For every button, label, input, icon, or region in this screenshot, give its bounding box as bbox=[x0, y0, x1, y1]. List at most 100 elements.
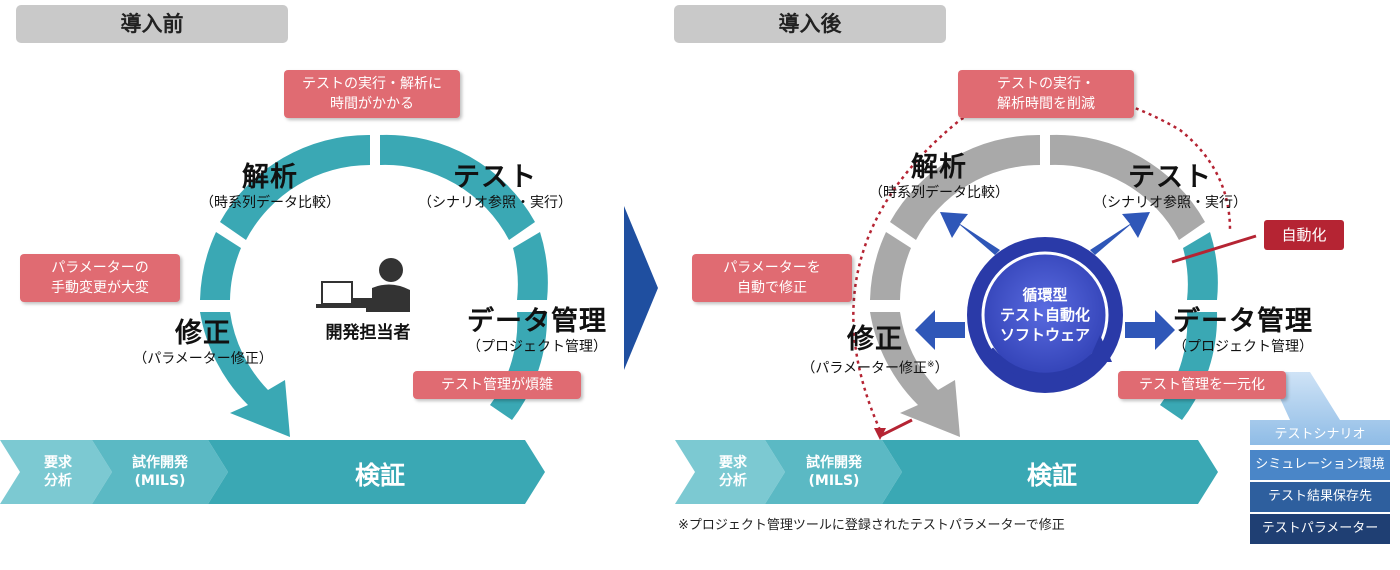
before-stage-fix: 修正 （パラメーター修正） bbox=[128, 318, 278, 368]
before-cycle-ring bbox=[200, 134, 548, 437]
after-callout-time: テストの実行・ 解析時間を削減 bbox=[958, 70, 1134, 118]
after-stage-test: テスト （シナリオ参照・実行） bbox=[1085, 162, 1255, 212]
before-process-req: 要求 分析 bbox=[18, 454, 98, 490]
after-chevron-verify bbox=[882, 440, 1218, 504]
before-callout-manual-line1: パラメーターの bbox=[51, 260, 149, 276]
after-process-flow bbox=[675, 440, 1218, 504]
after-cycle-ring bbox=[870, 134, 1205, 437]
before-stage-test-title: テスト bbox=[453, 162, 537, 193]
after-process-proto-line1: 試作開発 bbox=[806, 455, 862, 471]
center-label-line2: テスト自動化 bbox=[999, 306, 1090, 324]
before-ring-segment-right bbox=[513, 232, 548, 300]
after-stage-analysis-title: 解析 bbox=[911, 152, 967, 183]
center-label-line1: 循環型 bbox=[1022, 286, 1068, 304]
before-stage-data: データ管理 （プロジェクト管理） bbox=[462, 306, 612, 356]
after-stage-data: データ管理 （プロジェクト管理） bbox=[1168, 306, 1318, 356]
before-ring-segment-bottom-left bbox=[200, 312, 290, 437]
before-header: 導入前 bbox=[16, 5, 288, 43]
after-ring-segment-bottom-left bbox=[870, 312, 960, 437]
after-stage-data-title: データ管理 bbox=[1173, 306, 1313, 337]
before-process-verify: 検証 bbox=[354, 461, 405, 490]
automation-dotted-arc bbox=[852, 91, 1232, 431]
after-stage-analysis: 解析 （時系列データ比較） bbox=[864, 152, 1014, 202]
after-stage-analysis-sub: （時系列データ比較） bbox=[869, 185, 1009, 201]
after-process-req-line2: 分析 bbox=[719, 473, 747, 489]
after-process-proto-line2: (MILS) bbox=[808, 473, 860, 489]
before-ring-segment-left bbox=[200, 232, 241, 300]
before-process-proto-line1: 試作開発 bbox=[132, 455, 188, 471]
after-stage-fix-note-mark: ※ bbox=[927, 360, 935, 370]
after-process-req-line1: 要求 bbox=[719, 455, 747, 471]
stack-item-parameters: テストパラメーター bbox=[1250, 514, 1390, 544]
stack-item-simulation: シミュレーション環境 bbox=[1250, 450, 1390, 480]
after-ring-segment-top-left bbox=[890, 134, 1040, 240]
before-callout-time-line2: 時間がかかる bbox=[330, 96, 414, 112]
before-callout-time: テストの実行・解析に 時間がかかる bbox=[284, 70, 460, 118]
automation-tag: 自動化 bbox=[1264, 220, 1344, 250]
footnote: ※プロジェクト管理ツールに登録されたテストパラメーターで修正 bbox=[678, 518, 1065, 533]
after-stage-fix-title: 修正 bbox=[847, 324, 903, 355]
before-stage-analysis-title: 解析 bbox=[242, 162, 298, 193]
before-process-req-line1: 要求 bbox=[44, 455, 72, 471]
after-callout-auto-fix-line2: 自動で修正 bbox=[737, 280, 807, 296]
after-stage-fix: 修正 （パラメーター修正※） bbox=[800, 324, 950, 378]
developer-label: 開発担当者 bbox=[325, 323, 411, 343]
before-callout-manual-line2: 手動変更が大変 bbox=[51, 280, 149, 296]
hub-arrow-top-right bbox=[1090, 212, 1150, 255]
after-stage-fix-sub: （パラメーター修正 bbox=[801, 360, 928, 377]
developer-person-icon bbox=[316, 258, 410, 312]
after-chevron-req bbox=[675, 440, 785, 504]
auto-marker-line-top bbox=[1171, 234, 1257, 264]
after-ring-segment-top-right bbox=[1050, 134, 1205, 240]
before-callout-manual: パラメーターの 手動変更が大変 bbox=[20, 254, 180, 302]
after-process-verify: 検証 bbox=[1026, 461, 1077, 490]
center-software-hub bbox=[915, 212, 1175, 393]
before-process-flow bbox=[0, 440, 545, 504]
before-process-req-line2: 分析 bbox=[44, 473, 72, 489]
before-stage-analysis: 解析 （時系列データ比較） bbox=[190, 162, 350, 212]
after-resource-stack: テストシナリオ シミュレーション環境 テスト結果保存先 テストパラメーター bbox=[1250, 420, 1390, 544]
before-chevron-req bbox=[0, 440, 112, 504]
after-process-proto: 試作開発 (MILS) bbox=[784, 454, 884, 490]
after-callout-time-line2: 解析時間を削減 bbox=[997, 96, 1095, 112]
before-stage-test-sub: （シナリオ参照・実行） bbox=[418, 195, 572, 211]
before-stage-fix-sub: （パラメーター修正） bbox=[133, 351, 273, 367]
before-process-proto: 試作開発 (MILS) bbox=[110, 454, 210, 490]
after-ring-segment-left bbox=[870, 232, 911, 300]
after-chevron-proto bbox=[765, 440, 902, 504]
before-ring-segment-top-left bbox=[220, 134, 370, 240]
after-stage-test-sub: （シナリオ参照・実行） bbox=[1093, 195, 1247, 211]
after-stage-data-sub: （プロジェクト管理） bbox=[1173, 339, 1313, 355]
after-process-req: 要求 分析 bbox=[693, 454, 773, 490]
before-stage-test: テスト （シナリオ参照・実行） bbox=[410, 162, 580, 212]
before-stage-data-title: データ管理 bbox=[467, 306, 607, 337]
before-stage-data-sub: （プロジェクト管理） bbox=[467, 339, 607, 355]
before-callout-time-line1: テストの実行・解析に bbox=[302, 76, 442, 92]
stack-item-results: テスト結果保存先 bbox=[1250, 482, 1390, 512]
after-callout-auto-fix-line1: パラメーターを bbox=[723, 260, 821, 276]
before-chevron-proto bbox=[92, 440, 228, 504]
center-label-line3: ソフトウェア bbox=[999, 326, 1090, 344]
center-software-label: 循環型 テスト自動化 ソフトウェア bbox=[985, 285, 1105, 345]
after-callout-auto-fix: パラメーターを 自動で修正 bbox=[692, 254, 852, 302]
hub-arrow-right bbox=[1125, 310, 1175, 350]
after-stage-fix-close: ） bbox=[934, 360, 949, 377]
after-callout-unified: テスト管理を一元化 bbox=[1118, 371, 1286, 399]
transition-arrow bbox=[624, 206, 658, 370]
after-stage-fix-sub-wrap: （パラメーター修正※） bbox=[800, 356, 950, 378]
hub-arrow-top-left bbox=[940, 212, 1000, 255]
after-ring-segment-right bbox=[1183, 232, 1218, 300]
after-stage-test-title: テスト bbox=[1128, 162, 1212, 193]
before-stage-fix-title: 修正 bbox=[175, 318, 231, 349]
before-process-proto-line2: (MILS) bbox=[134, 473, 186, 489]
after-header: 導入後 bbox=[674, 5, 946, 43]
dotted-arc-arrowhead bbox=[874, 428, 886, 440]
stack-item-scenario: テストシナリオ bbox=[1274, 427, 1366, 442]
before-stage-analysis-sub: （時系列データ比較） bbox=[200, 195, 340, 211]
before-callout-complex: テスト管理が煩雑 bbox=[413, 371, 581, 399]
after-callout-time-line1: テストの実行・ bbox=[997, 76, 1095, 92]
hub-arrow-left bbox=[915, 310, 965, 350]
before-ring-segment-top-right bbox=[380, 134, 535, 240]
before-chevron-verify bbox=[208, 440, 545, 504]
